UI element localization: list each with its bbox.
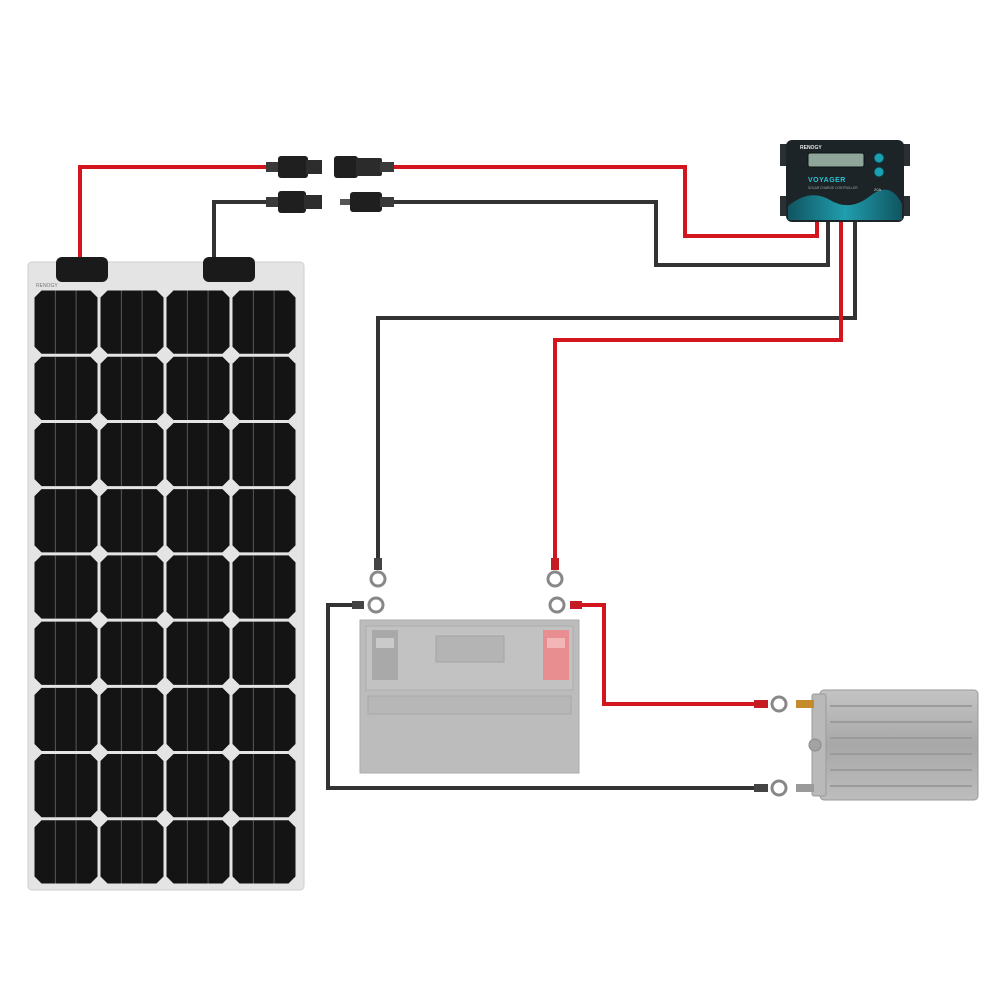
- solar-cell: [232, 555, 296, 619]
- solar-cell: [34, 489, 98, 553]
- inverter-positive-wire: [578, 603, 760, 706]
- solar-cell: [232, 290, 296, 354]
- pv-negative-wire-to-controller: [392, 200, 830, 267]
- controller-brand: RENOGY: [800, 145, 822, 151]
- charge-controller: RENOGY VOYAGER SOLAR CHARGE CONTROLLER 2…: [780, 140, 910, 222]
- panel-brand: RENOGY: [36, 283, 58, 289]
- controller-subtitle: SOLAR CHARGE CONTROLLER: [808, 186, 858, 190]
- controller-button-icon: [873, 166, 885, 178]
- solar-cell: [100, 489, 164, 553]
- controller-wave-graphic: [788, 189, 902, 220]
- inverter: [796, 689, 979, 801]
- solar-cell: [34, 356, 98, 420]
- solar-cell: [100, 422, 164, 487]
- solar-cell: [232, 820, 296, 884]
- solar-cell: [100, 555, 164, 619]
- ring-terminal-icon: [546, 558, 564, 588]
- ring-terminal-icon: [754, 695, 788, 713]
- mc4-connector-icon: [334, 156, 394, 178]
- solar-cell: [34, 621, 98, 685]
- ring-terminal-icon: [754, 779, 788, 797]
- solar-cell: [232, 356, 296, 420]
- terminals: [352, 558, 788, 797]
- solar-cell: [100, 621, 164, 685]
- ring-terminal-icon: [548, 596, 582, 614]
- controller-lcd: [807, 152, 865, 168]
- solar-cell: [232, 754, 296, 818]
- controller-tag: 20A: [874, 187, 881, 192]
- mc4-connectors: [266, 156, 394, 213]
- solar-cell: [166, 820, 230, 884]
- battery-positive-wire-from-controller: [553, 222, 843, 562]
- inverter-negative-post: [796, 784, 814, 792]
- battery-positive-terminal: [543, 630, 569, 680]
- solar-cell: [232, 422, 296, 487]
- ring-terminal-icon: [369, 558, 387, 588]
- solar-cell: [34, 754, 98, 818]
- panel-cells: [34, 290, 296, 884]
- solar-cell: [100, 687, 164, 752]
- solar-cell: [100, 290, 164, 354]
- mc4-connector-icon: [266, 191, 322, 213]
- inverter-positive-post: [796, 700, 814, 708]
- solar-cell: [100, 356, 164, 420]
- junction-box-negative: [203, 257, 255, 282]
- solar-cell: [34, 687, 98, 752]
- solar-cell: [166, 555, 230, 619]
- solar-cell: [100, 820, 164, 884]
- ring-terminal-icon: [352, 596, 385, 614]
- controller-model: VOYAGER: [808, 177, 846, 184]
- solar-cell: [166, 687, 230, 752]
- solar-cell: [166, 489, 230, 553]
- solar-cell: [166, 422, 230, 487]
- solar-cell: [34, 290, 98, 354]
- solar-cell: [34, 820, 98, 884]
- pv-positive-wire-to-controller: [392, 165, 819, 238]
- mc4-connector-icon: [340, 192, 394, 212]
- controller-button-icon: [873, 152, 885, 164]
- mc4-connector-icon: [266, 156, 322, 178]
- solar-cell: [166, 290, 230, 354]
- wires: [78, 165, 857, 790]
- solar-cell: [166, 754, 230, 818]
- junction-box-positive: [56, 257, 108, 282]
- solar-cell: [232, 621, 296, 685]
- solar-panel: RENOGY: [27, 257, 305, 891]
- solar-cell: [232, 489, 296, 553]
- solar-cell: [166, 356, 230, 420]
- panel-negative-wire: [212, 200, 268, 262]
- battery: [359, 619, 580, 774]
- solar-cell: [34, 555, 98, 619]
- solar-cell: [34, 422, 98, 487]
- solar-cell: [232, 687, 296, 752]
- inverter-negative-wire: [326, 603, 760, 790]
- solar-cell: [100, 754, 164, 818]
- panel-positive-wire: [78, 165, 268, 262]
- solar-cell: [166, 621, 230, 685]
- battery-negative-wire-from-controller: [376, 222, 857, 562]
